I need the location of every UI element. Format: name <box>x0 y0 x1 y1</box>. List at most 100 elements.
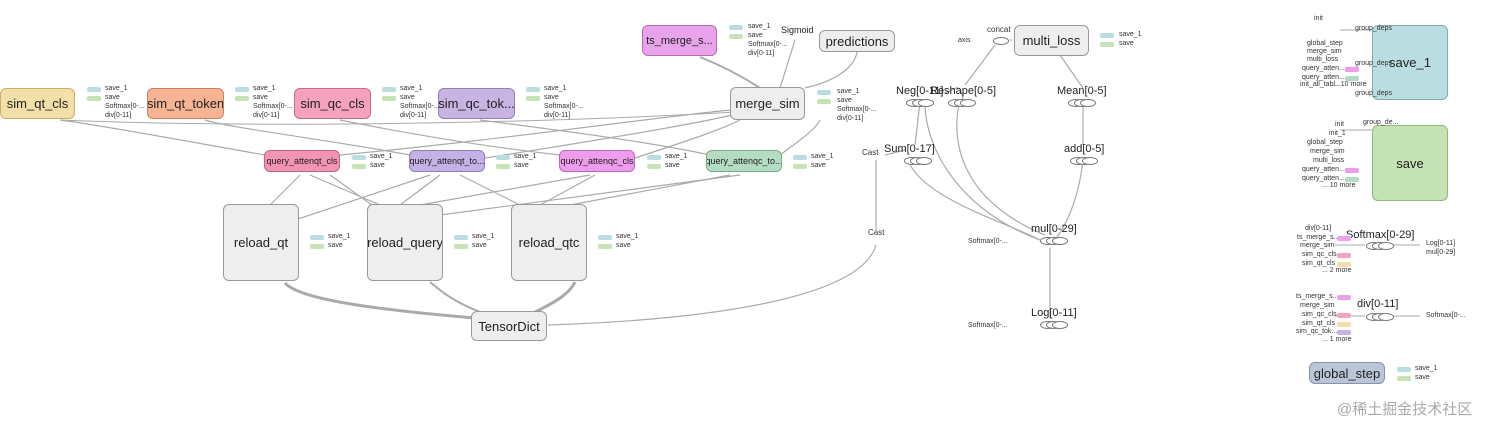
save-label: save <box>811 162 826 169</box>
div-label: div[0-11] <box>837 115 864 122</box>
input-label: global_step <box>1307 139 1343 146</box>
save-1-tag <box>598 235 612 240</box>
save-1-tag <box>496 155 510 160</box>
sim-qt-cls-node[interactable]: sim_qt_cls <box>0 88 75 119</box>
neg-label[interactable]: Neg[0-11] <box>896 85 944 97</box>
sim-qc-cls-node[interactable]: sim_qc_cls <box>294 88 371 119</box>
softmax-to-mul-label: Softmax[0-... <box>968 238 1008 245</box>
save-tag <box>87 96 101 101</box>
edge-reload_query-attenqc_token <box>439 174 741 216</box>
log-label[interactable]: Log[0-11] <box>1031 307 1077 319</box>
cast-bottom-label[interactable]: Cast <box>868 228 885 237</box>
save-1-tag <box>235 87 249 92</box>
save-tag <box>496 164 510 169</box>
save-tag <box>729 34 743 39</box>
query-attenqc-cls-node[interactable]: query_attenqc_cls <box>559 150 635 172</box>
input-tag <box>1345 76 1359 81</box>
save-1-label: save_1 <box>544 85 567 92</box>
save-tag <box>382 96 396 101</box>
query-attenqt-cls-node[interactable]: query_attenqt_cls <box>264 150 340 172</box>
save-1-tag <box>647 155 661 160</box>
edge-cast-sum <box>884 149 906 156</box>
input-label: multi_loss <box>1313 157 1345 164</box>
more-label: ... 1 more <box>1322 336 1352 343</box>
input-label: global_step <box>1307 40 1343 47</box>
output-label: Softmax[0-... <box>1426 312 1466 319</box>
merge-sim-node[interactable]: merge_sim <box>730 87 805 120</box>
edge-reload_qt-attenqt_token <box>279 174 431 226</box>
sim-qc-token-node[interactable]: sim_qc_tok... <box>438 88 515 119</box>
predictions-node[interactable]: predictions <box>819 30 895 52</box>
edge-sum-neg <box>914 101 921 146</box>
input-tag <box>1337 295 1351 300</box>
edge-mul-reshape <box>956 99 1046 236</box>
input-tag <box>1337 313 1351 318</box>
input-label: sim_qc_cls <box>1302 251 1337 258</box>
sim-qt-token-node[interactable]: sim_qt_token <box>147 88 224 119</box>
input-label: sim_qt_cls <box>1302 260 1336 267</box>
save-1-tag <box>87 87 101 92</box>
concat-label[interactable]: concat <box>987 25 1011 34</box>
ts-merge-node[interactable]: ts_merge_s... <box>642 25 717 56</box>
reshape-label[interactable]: Reshape[0-5] <box>930 85 997 97</box>
mean-label[interactable]: Mean[0-5] <box>1057 85 1107 97</box>
save-1-tag <box>817 90 831 95</box>
save-1-label: save_1 <box>616 233 639 240</box>
global-step-node[interactable]: global_step <box>1309 362 1385 384</box>
save-tag <box>817 99 831 104</box>
div-group-label[interactable]: div[0-11] <box>1357 298 1399 310</box>
edge-attenqc_cls-merge_sim <box>634 119 741 159</box>
input-label: init_1 <box>1329 130 1346 137</box>
reload-qt-node[interactable]: reload_qt <box>223 204 299 281</box>
div-label: div[0-11] <box>400 112 427 119</box>
edge-mul-sum <box>909 164 1041 241</box>
query-attenqt-token-node[interactable]: query_attenqt_to... <box>409 150 485 172</box>
save-1-tag <box>1100 33 1114 38</box>
save-label: save <box>1415 374 1430 381</box>
cast-top-label[interactable]: Cast <box>862 148 879 157</box>
reload-query-node[interactable]: reload_query <box>367 204 443 281</box>
reload-qtc-node[interactable]: reload_qtc <box>511 204 587 281</box>
edge-attenqt_token-merge_sim <box>484 114 733 159</box>
edge-mul-add <box>1054 159 1084 241</box>
div-label: div[0-11] <box>544 112 571 119</box>
edge-neg-reshape <box>944 87 964 101</box>
edge-attenqt_cls-sim_qt_cls <box>59 119 266 156</box>
save-1-aux-node[interactable]: save_1 <box>1372 25 1448 100</box>
save-tag <box>647 164 661 169</box>
tensordict-node[interactable]: TensorDict <box>471 311 547 341</box>
sum-label[interactable]: Sum[0-17] <box>884 143 935 155</box>
edge-tensordict-reload_query <box>429 281 481 313</box>
input-tag <box>1345 177 1359 182</box>
sigmoid-label[interactable]: Sigmoid <box>781 25 814 35</box>
save-label: save <box>253 94 268 101</box>
input-tag <box>1337 322 1351 327</box>
more-label: ... 2 more <box>1322 267 1352 274</box>
save-label: save <box>370 162 385 169</box>
output-label: mul[0-29] <box>1426 249 1456 256</box>
save-1-tag <box>454 235 468 240</box>
save-label: save <box>400 94 415 101</box>
edge-merge_sim-sigmoid <box>779 39 796 89</box>
div-label: div[0-11] <box>748 50 775 57</box>
save-1-label: save_1 <box>328 233 351 240</box>
save-aux-node[interactable]: save <box>1372 125 1448 201</box>
input-label: div[0-11] <box>1305 225 1332 232</box>
save-label: save <box>105 94 120 101</box>
mul-label[interactable]: mul[0-29] <box>1031 223 1077 235</box>
multi-loss-node[interactable]: multi_loss <box>1014 25 1089 56</box>
edge-reload_query-attenqt_cls2 <box>329 174 373 206</box>
add-label[interactable]: add[0-5] <box>1064 143 1105 155</box>
input-label: init <box>1314 15 1323 22</box>
query-attenqc-token-node[interactable]: query_attenqc_to... <box>706 150 782 172</box>
input-label: merge_sim <box>1300 242 1335 249</box>
edge-mean-multi_loss <box>1059 54 1084 89</box>
save-1-label: save_1 <box>811 153 834 160</box>
edge-tensordict-cast <box>547 244 877 326</box>
save-tag <box>1100 42 1114 47</box>
more-label: ... 10 more <box>1322 182 1356 189</box>
input-label: init_all_tabl... <box>1300 81 1341 88</box>
edge-reload_query-attenqt_token <box>399 174 441 206</box>
softmax-group-label[interactable]: Softmax[0-29] <box>1346 229 1415 241</box>
